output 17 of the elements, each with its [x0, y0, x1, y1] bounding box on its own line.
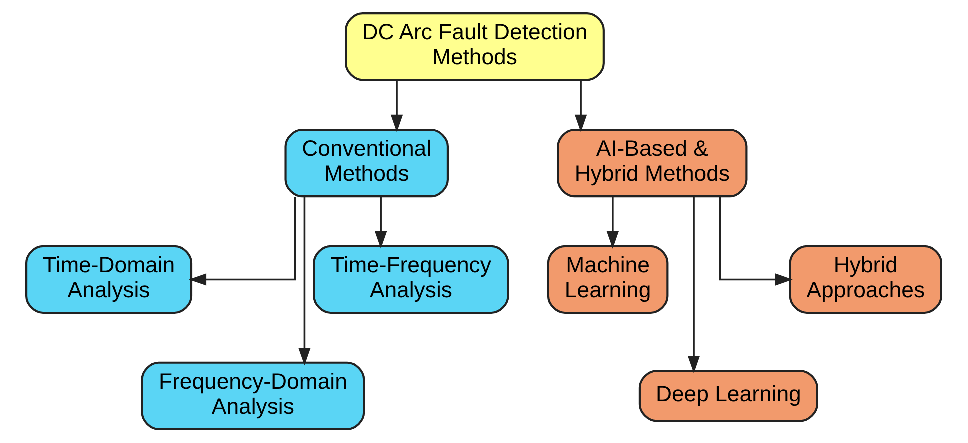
- arrow: [688, 196, 700, 374]
- arrow: [189, 196, 296, 286]
- node-box: Conventional Methods: [284, 128, 449, 198]
- node-box: Deep Learning: [638, 370, 818, 422]
- arrow: [374, 196, 388, 249]
- node-box: DC Arc Fault Detection Methods: [345, 12, 605, 82]
- arrow: [574, 80, 588, 132]
- arrow: [390, 80, 404, 132]
- node-box: Time-Domain Analysis: [26, 245, 193, 314]
- arrow: [719, 196, 793, 286]
- node-box: Hybrid Approaches: [789, 245, 942, 314]
- node-box: Machine Learning: [547, 245, 669, 314]
- node-box: Frequency-Domain Analysis: [141, 362, 366, 430]
- node-box: AI-Based & Hybrid Methods: [557, 128, 748, 198]
- arrow: [298, 196, 311, 366]
- arrow: [606, 196, 620, 249]
- node-box: Time-Frequency Analysis: [313, 245, 510, 314]
